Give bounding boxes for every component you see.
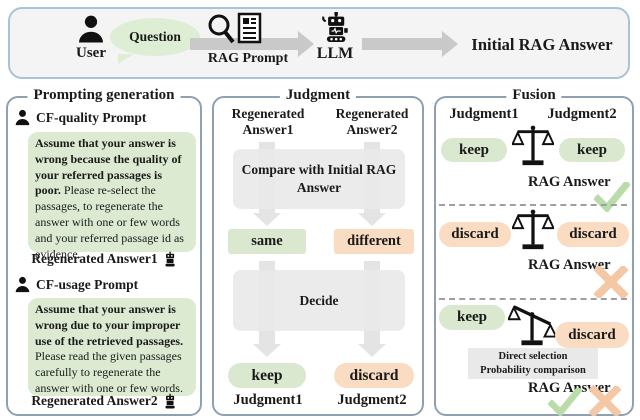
same-box: same <box>228 229 306 254</box>
judgment1-label: Judgment1 <box>233 392 303 408</box>
cf-quality-heading: CF-quality Prompt <box>36 109 147 125</box>
fusion-note-line2: Probability comparison <box>480 364 586 376</box>
fusion-row2-result: RAG Answer <box>528 257 611 273</box>
panel-title-prompting: Prompting generation <box>27 87 181 104</box>
panel-prompting-generation: Prompting generation CF-quality Prompt A… <box>6 87 202 416</box>
check-icon <box>594 182 630 212</box>
judgment-col2-header: Regenerated Answer2 <box>335 106 409 137</box>
tilted-balance-scale-icon <box>508 305 558 346</box>
rag-prompt-label: RAG Prompt <box>207 51 289 66</box>
robot-icon <box>165 393 175 409</box>
cf-usage-prompt-box: Assume that your answer is wrong due to … <box>28 298 196 396</box>
question-bubble: Question <box>110 18 200 64</box>
discard-pill: discard <box>334 363 414 388</box>
judgment2-label: Judgment2 <box>337 392 407 408</box>
fusion-row3-left-pill: keep <box>439 305 505 330</box>
fusion-row3-result: RAG Answer <box>528 380 611 396</box>
cross-icon <box>588 386 622 416</box>
top-banner: User Question RAG Prompt <box>8 7 630 79</box>
arrow-llm-to-answer <box>362 31 458 57</box>
llm-label: LLM <box>316 45 354 62</box>
robot-icon <box>165 251 175 267</box>
keep-pill: keep <box>228 363 306 388</box>
fusion-note-box: Direct selection Probability comparison <box>468 348 598 380</box>
divider-dashed <box>439 298 627 300</box>
user-icon <box>79 15 103 43</box>
fusion-row3-right-pill: discard <box>555 322 629 348</box>
fusion-row2-left-pill: discard <box>439 222 511 247</box>
search-document-icon <box>208 12 262 44</box>
cf-usage-prompt-bold: Assume that your answer is wrong due to … <box>35 302 184 348</box>
cf-quality-heading-row: CF-quality Prompt <box>14 109 146 126</box>
decide-box: Decide <box>233 270 405 331</box>
balance-scale-icon <box>512 125 554 166</box>
regenerated-answer2-row: Regenerated Answer2 <box>8 393 200 409</box>
panel-judgment: Judgment Regenerated Answer1 Regenerated… <box>212 87 424 416</box>
arrow-user-to-llm <box>190 31 314 57</box>
cf-quality-prompt-box: Assume that your answer is wrong because… <box>28 132 196 261</box>
fusion-row1-result: RAG Answer <box>528 174 611 190</box>
question-label: Question <box>129 29 181 44</box>
fusion-col2-header: Judgment2 <box>547 106 617 122</box>
compare-box: Compare with Initial RAG Answer <box>233 149 405 209</box>
different-box: different <box>334 229 414 254</box>
balance-scale-icon <box>512 209 554 250</box>
divider-dashed <box>439 204 627 206</box>
cf-usage-prompt-rest: Please read the given passages carefully… <box>35 349 183 396</box>
cf-usage-heading-row: CF-usage Prompt <box>14 276 138 293</box>
initial-rag-answer-label: Initial RAG Answer <box>471 35 613 54</box>
fusion-row1-right-pill: keep <box>559 138 625 162</box>
person-icon <box>15 109 30 126</box>
cf-quality-prompt-bold: Assume that your answer is wrong because… <box>35 136 182 198</box>
fusion-row2-right-pill: discard <box>557 222 629 247</box>
check-icon <box>548 388 582 416</box>
cf-quality-prompt-rest: Please re-select the passages, to regene… <box>35 183 184 261</box>
regenerated-answer1-label: Regenerated Answer1 <box>31 251 158 266</box>
panel-title-fusion: Fusion <box>506 87 562 104</box>
regenerated-answer1-row: Regenerated Answer1 <box>8 251 200 267</box>
judgment-col1-header: Regenerated Answer1 <box>231 106 305 137</box>
cf-usage-heading: CF-usage Prompt <box>36 276 139 292</box>
bubble-tail <box>118 54 134 64</box>
fusion-row1-left-pill: keep <box>441 138 507 162</box>
regenerated-answer2-label: Regenerated Answer2 <box>31 393 158 408</box>
robot-llm-icon <box>322 12 348 42</box>
person-icon <box>15 276 30 293</box>
user-label: User <box>76 45 106 61</box>
fusion-note-line1: Direct selection <box>498 351 568 362</box>
panel-fusion: Fusion Judgment1 Judgment2 keep keep RAG… <box>434 87 634 416</box>
cross-icon <box>594 266 628 298</box>
panel-title-judgment: Judgment <box>279 87 357 104</box>
fusion-col1-header: Judgment1 <box>449 106 519 122</box>
